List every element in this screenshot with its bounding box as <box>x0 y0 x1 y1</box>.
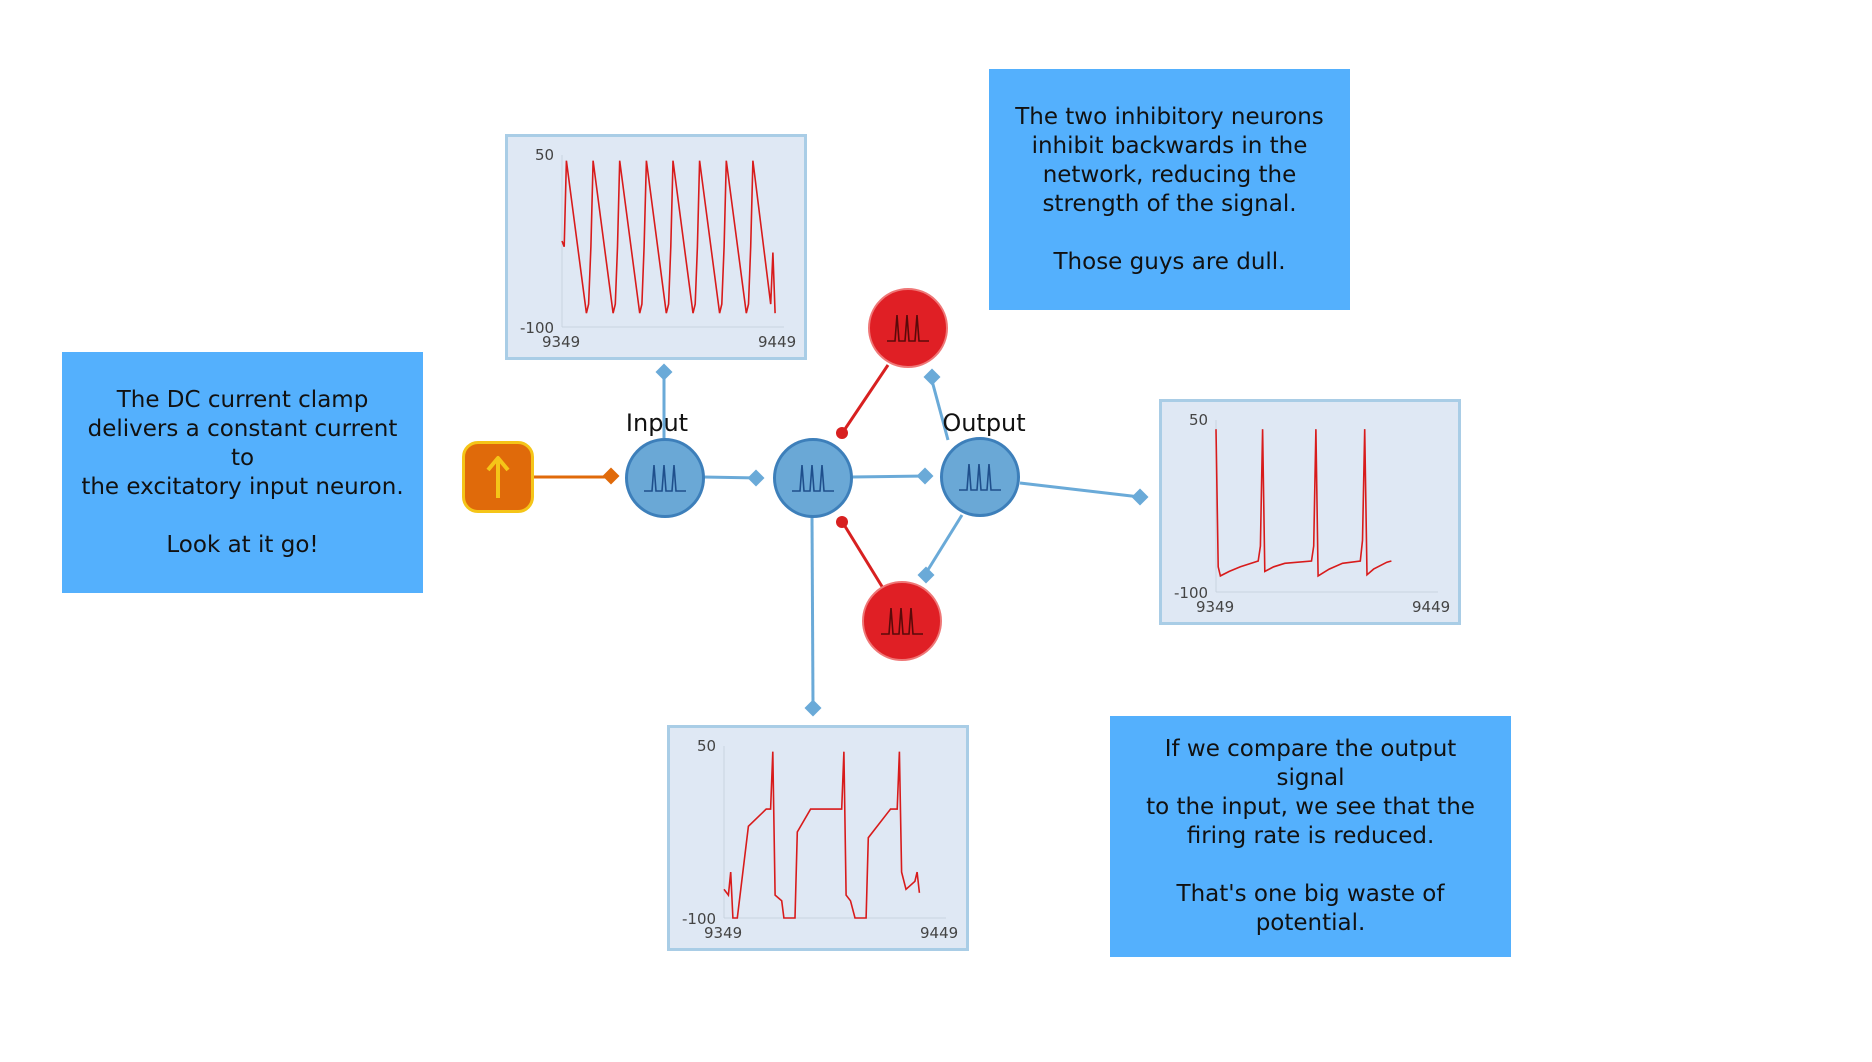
input-neuron-label: Input <box>625 409 689 437</box>
bottom-inhibitory-to-middle-wire[interactable] <box>841 522 888 594</box>
y-tick-min: -100 <box>1174 584 1209 602</box>
top-inhibitory-synapse-dot <box>836 427 848 439</box>
output-trace-canvas <box>1215 420 1438 593</box>
y-tick-max: 50 <box>697 737 717 755</box>
bottom-inhibitory-synapse-marker <box>917 566 935 584</box>
middle-to-plot-wire[interactable] <box>810 516 815 706</box>
middle-neuron[interactable] <box>773 438 853 518</box>
clamp-note-text: The DC current clamp delivers a constant… <box>81 386 404 500</box>
middle-to-output-wire[interactable] <box>850 474 927 479</box>
inhibitory-note: The two inhibitory neurons inhibit backw… <box>989 69 1350 310</box>
membrane-potential-trace <box>1215 429 1392 578</box>
inhibitory-note-text: The two inhibitory neurons inhibit backw… <box>1015 103 1324 217</box>
x-tick-end: 9449 <box>1412 598 1451 616</box>
comparison-note: If we compare the output signal to the i… <box>1110 716 1511 957</box>
x-tick-start: 9349 <box>704 924 743 942</box>
output-voltage-plot[interactable]: 50 -100 9349 9449 <box>1159 399 1461 625</box>
output-to-top-inhibitory-wire[interactable] <box>929 376 950 441</box>
output-synapse-marker <box>916 467 934 485</box>
middle-trace-canvas <box>723 746 946 919</box>
spike-train-icon <box>959 463 1001 491</box>
x-tick-end: 9449 <box>920 924 959 942</box>
arrow-up-icon <box>486 456 510 498</box>
input-probe-marker <box>655 363 673 381</box>
clamp-note-quip: Look at it go! <box>166 531 319 558</box>
membrane-potential-trace <box>561 160 776 314</box>
x-tick-start: 9349 <box>542 333 581 351</box>
x-tick-start: 9349 <box>1196 598 1235 616</box>
output-to-bottom-inhibitory-wire[interactable] <box>924 514 964 574</box>
clamp-synapse-marker <box>602 467 620 485</box>
top-inhibitory-to-middle-wire[interactable] <box>841 364 890 433</box>
top-inhibitory-synapse-marker <box>923 368 941 386</box>
output-neuron[interactable] <box>940 437 1020 517</box>
y-tick-min: -100 <box>682 910 717 928</box>
y-tick-max: 50 <box>535 146 555 164</box>
middle-probe-marker <box>804 699 822 717</box>
input-neuron[interactable] <box>625 438 705 518</box>
middle-voltage-plot[interactable]: 50 -100 9349 9449 <box>667 725 969 951</box>
output-probe-marker <box>1131 488 1149 506</box>
comparison-note-text: If we compare the output signal to the i… <box>1146 736 1475 849</box>
bottom-inhibitory-neuron[interactable] <box>862 581 942 661</box>
clamp-note: The DC current clamp delivers a constant… <box>62 352 423 593</box>
bottom-inhibitory-synapse-dot <box>836 516 848 528</box>
y-tick-max: 50 <box>1189 411 1209 429</box>
membrane-potential-trace <box>723 751 921 919</box>
spike-train-icon <box>881 607 923 635</box>
top-inhibitory-neuron[interactable] <box>868 288 948 368</box>
inhibitory-note-quip: Those guys are dull. <box>1053 248 1286 275</box>
comparison-note-quip: That's one big waste of potential. <box>1176 881 1445 936</box>
input-trace-canvas <box>561 155 784 328</box>
x-tick-end: 9449 <box>758 333 797 351</box>
middle-synapse-marker <box>747 469 765 487</box>
spike-train-icon <box>792 464 834 492</box>
dc-current-clamp[interactable] <box>462 441 534 513</box>
output-neuron-label: Output <box>942 409 1026 437</box>
output-to-plot-wire[interactable] <box>1019 481 1141 499</box>
y-tick-min: -100 <box>520 319 555 337</box>
input-voltage-plot[interactable]: 50 -100 9349 9449 <box>505 134 807 360</box>
spike-train-icon <box>887 314 929 342</box>
spike-train-icon <box>644 464 686 492</box>
